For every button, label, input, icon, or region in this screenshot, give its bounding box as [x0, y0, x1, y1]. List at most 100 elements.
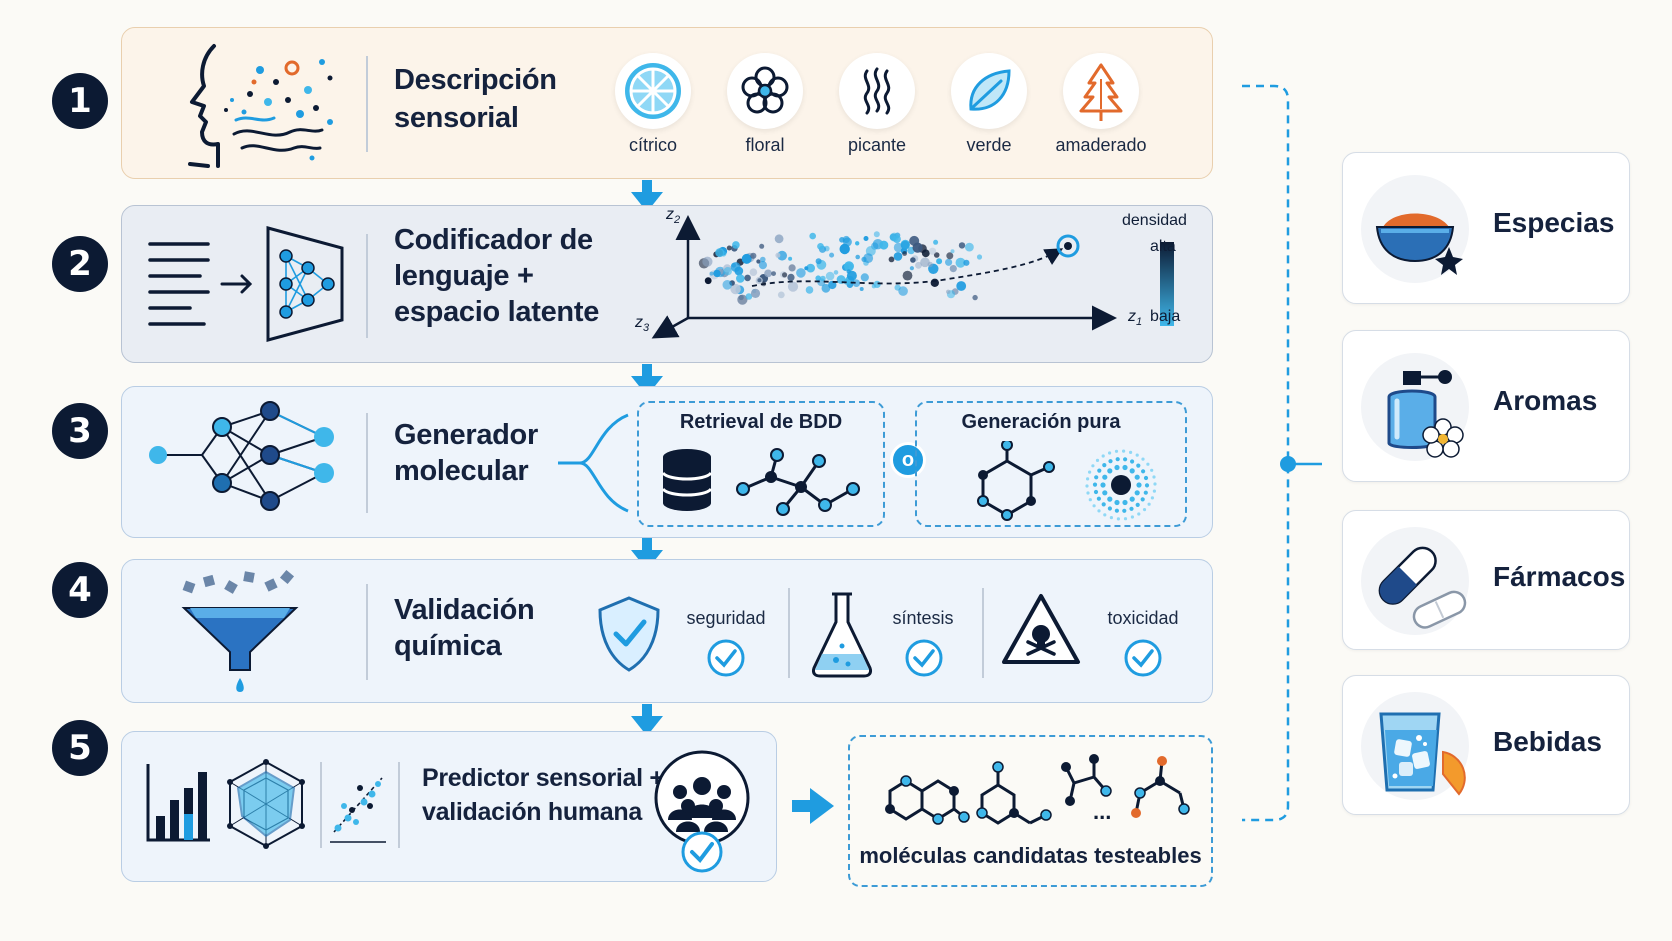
funnel-icon — [181, 569, 299, 692]
noise-dot — [1130, 515, 1134, 519]
noise-dot — [1147, 502, 1151, 506]
noise-dot — [1092, 504, 1096, 508]
noise-dot — [1086, 491, 1090, 495]
latent-point — [949, 265, 957, 273]
candidate-molecules-box: ... moléculas candidatas testeables — [848, 735, 1213, 887]
application-label-spices: Especias — [1493, 207, 1615, 238]
latent-point — [852, 279, 861, 287]
candidates-caption: moléculas candidatas testeables — [859, 843, 1202, 868]
spice-bowl-icon — [1361, 175, 1469, 283]
noise-dot — [1107, 496, 1113, 502]
step-4-title-line1: Validación — [394, 594, 535, 626]
latent-point — [704, 277, 712, 285]
generator-network-icon — [149, 401, 334, 511]
latent-point — [775, 252, 781, 258]
noise-dot — [1146, 462, 1150, 466]
noise-dot — [1135, 453, 1139, 457]
latent-point — [945, 258, 953, 266]
noise-dot — [1092, 482, 1098, 487]
step-3-title-line1: Generador — [394, 419, 538, 451]
latent-point — [730, 283, 741, 295]
latent-point — [804, 266, 809, 271]
noise-dot — [1152, 475, 1156, 479]
noise-dot — [1134, 474, 1140, 480]
latent-point — [825, 271, 835, 281]
latent-space-plot — [651, 215, 1174, 339]
latent-point — [909, 235, 920, 246]
drink-glass-icon — [1361, 692, 1469, 800]
latent-point — [976, 254, 983, 260]
latent-point — [796, 268, 806, 278]
noise-dot — [1114, 449, 1119, 453]
noise-dot — [1137, 512, 1141, 516]
noise-dot — [1096, 496, 1101, 501]
latent-point — [950, 249, 955, 254]
latent-point — [846, 269, 851, 274]
latent-point — [879, 240, 889, 250]
arrow-down-icon — [631, 180, 663, 212]
option-generation-label: Generación pura — [961, 411, 1121, 433]
latent-point — [946, 252, 954, 260]
latent-point — [829, 252, 835, 258]
latent-point — [933, 252, 940, 258]
noise-dot — [1134, 490, 1140, 496]
axis-z2-label: z — [666, 206, 674, 223]
arrow-right-icon — [792, 788, 834, 824]
noise-dot — [1094, 475, 1099, 480]
latent-point — [759, 243, 765, 249]
noise-dot — [1150, 468, 1154, 472]
latent-point — [815, 275, 821, 281]
latent-point — [833, 270, 839, 275]
latent-point — [910, 257, 916, 263]
noise-dot — [1116, 517, 1120, 521]
latent-point — [745, 293, 753, 300]
latent-point — [900, 240, 910, 250]
heat-waves-icon — [863, 67, 891, 115]
shield-check-icon — [598, 596, 660, 672]
latent-point — [715, 248, 725, 258]
text-to-network-icon — [148, 226, 344, 342]
step-1-title-line2: sensorial — [394, 102, 519, 134]
noise-dot — [1091, 464, 1095, 468]
latent-point — [888, 256, 895, 263]
latent-point — [930, 278, 939, 287]
latent-point — [817, 243, 824, 250]
noise-dot — [1114, 464, 1120, 471]
panel-molecular-generator: Generador molecular Retrieval de BDD o — [121, 386, 1213, 538]
axis-z3-sub: 3 — [643, 322, 650, 335]
latent-point — [936, 258, 943, 265]
step-2-title-line3: espacio latente — [394, 296, 600, 328]
latent-point — [749, 268, 758, 276]
noise-dot — [1153, 482, 1157, 486]
step-2-title-line1: Codificador de — [394, 224, 593, 256]
candidate-molecules-icon — [885, 754, 1190, 825]
noise-dot — [1100, 482, 1106, 488]
hexagon-molecule-icon — [977, 441, 1055, 521]
axis-z2-sub: 2 — [674, 214, 681, 227]
step-number-2: 2 — [52, 236, 108, 292]
density-legend-low: baja — [1150, 308, 1181, 325]
toxic-warning-icon — [1002, 594, 1080, 664]
arrow-down-icon — [631, 704, 663, 736]
noise-cloud-icon — [1085, 449, 1157, 521]
noise-dot — [1108, 451, 1112, 455]
noise-dot — [1085, 484, 1089, 488]
latent-point — [920, 257, 930, 268]
latent-point — [713, 269, 721, 278]
latent-point — [955, 257, 966, 268]
noise-dot — [1135, 502, 1140, 507]
latent-point — [777, 291, 785, 299]
latent-point — [750, 252, 757, 259]
panel-language-encoder: Codificador de lenguaje + espacio latent… — [121, 205, 1213, 363]
noise-dot — [1102, 490, 1108, 496]
latent-point — [787, 273, 795, 281]
noise-dot — [1136, 482, 1142, 488]
database-icon — [661, 449, 713, 511]
noise-dot — [1101, 454, 1105, 458]
latent-point — [946, 289, 951, 294]
descriptor-green — [951, 53, 1027, 129]
noise-dot — [1102, 474, 1108, 480]
noise-dot — [1140, 497, 1145, 502]
noise-dot — [1122, 499, 1128, 506]
option-retrieval-label: Retrieval de BDD — [679, 411, 843, 433]
